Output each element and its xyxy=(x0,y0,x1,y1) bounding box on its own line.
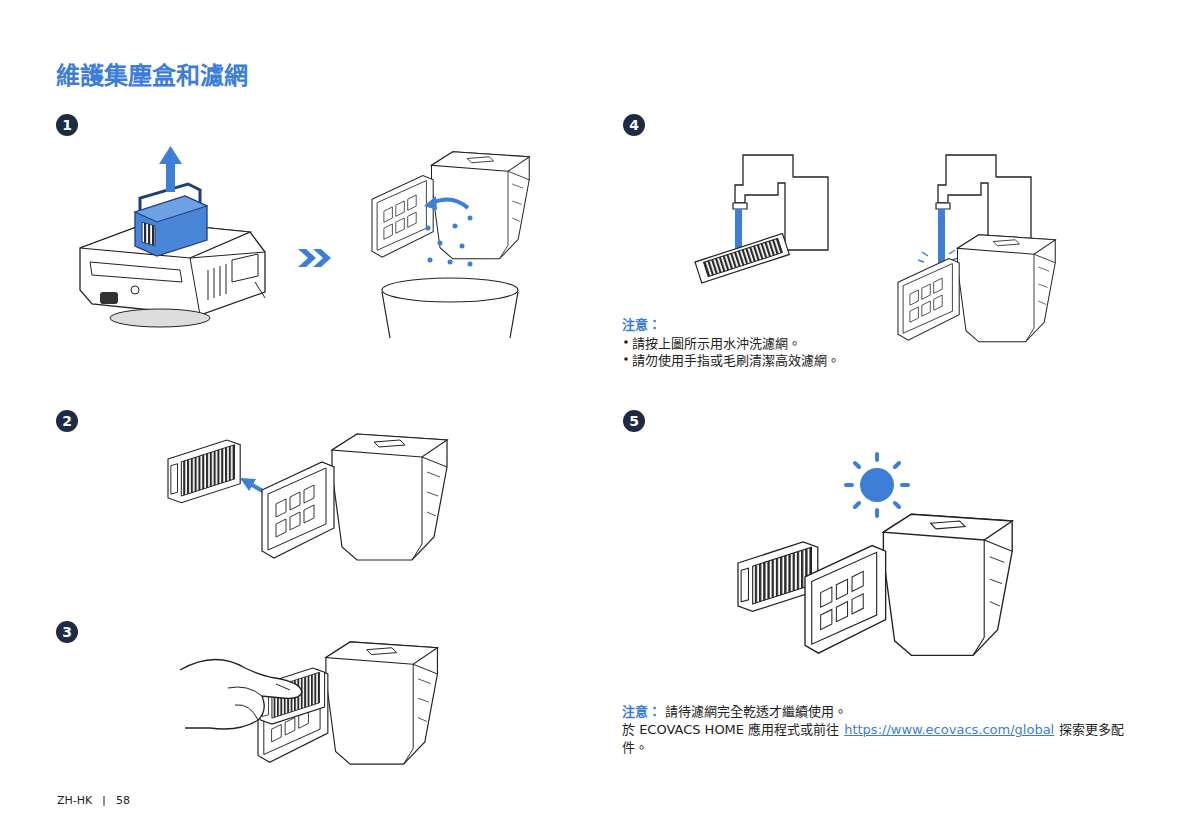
rinse-filter xyxy=(695,155,1055,342)
language-code: ZH-HK xyxy=(57,794,92,807)
page-number: 58 xyxy=(116,794,130,807)
next-chevrons xyxy=(298,249,331,267)
dust-bin-lifted xyxy=(135,184,207,256)
web-link: https://www.ecovacs.com/global xyxy=(844,722,1054,737)
note-text: 請按上圖所示用水沖洗濾網。 xyxy=(632,333,801,352)
note-text: 請待濾網完全乾透才繼續使用。 xyxy=(665,704,847,719)
step-number: 2 xyxy=(56,410,78,432)
note-line: 注意： 請待濾網完全乾透才繼續使用。 xyxy=(622,703,1142,721)
drying-filter xyxy=(738,514,1012,655)
step-number: 4 xyxy=(623,114,645,136)
step-number: 5 xyxy=(623,410,645,432)
note-paragraph: 於 ECOVACS HOME 應用程式或前往 https://www.ecovac… xyxy=(622,721,1134,757)
page-title: 維護集塵盒和濾網 xyxy=(56,56,248,91)
note-text: 於 ECOVACS HOME 應用程式或前往 xyxy=(622,722,839,737)
note-bullets xyxy=(624,340,628,361)
filter-removal xyxy=(168,434,447,560)
trash-can xyxy=(382,278,518,338)
note-heading: 注意： xyxy=(622,704,661,719)
footer-separator xyxy=(104,796,105,806)
note-text: 請勿使用手指或毛刷清潔高效濾網。 xyxy=(632,350,840,369)
lift-arrow xyxy=(159,146,182,192)
step-number: 3 xyxy=(56,621,78,643)
note-heading: 注意： xyxy=(622,314,661,333)
step-number: 1 xyxy=(56,114,78,136)
sun-icon xyxy=(846,454,908,516)
dust-bin-emptying xyxy=(372,152,529,286)
tap-filter xyxy=(180,642,437,764)
